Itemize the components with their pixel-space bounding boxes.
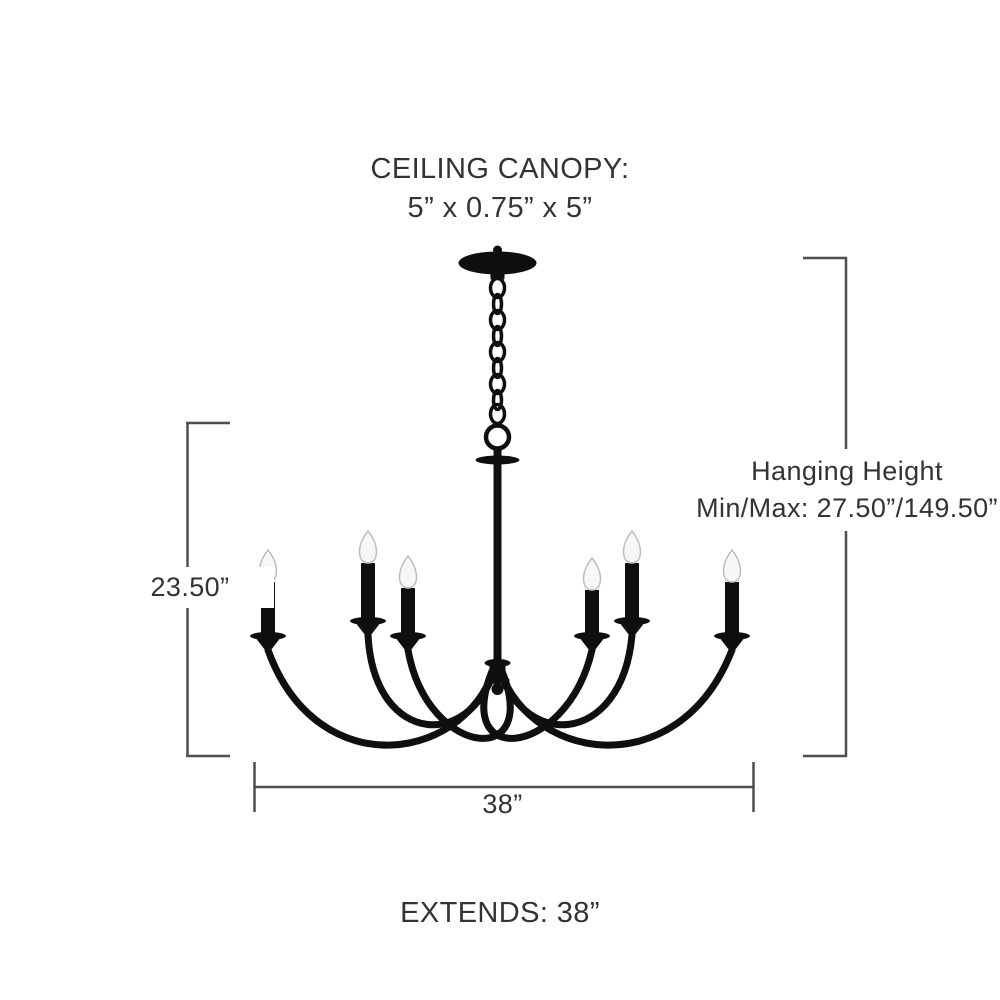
- bulb-icon: [398, 554, 418, 589]
- bulb-icon: [358, 529, 378, 564]
- chandelier-arms: [264, 631, 736, 749]
- candle: [574, 556, 610, 650]
- candle: [350, 529, 386, 635]
- arm-right-outer: [493, 646, 736, 749]
- center-hub: [484, 659, 511, 695]
- width-dimension-label: 38”: [482, 789, 523, 819]
- candle: [390, 554, 426, 650]
- hanging-height-label: Hanging Height Min/Max: 27.50”/149.50”: [686, 449, 1000, 531]
- arm-right-inner: [480, 646, 596, 742]
- hanging-ring: [483, 423, 512, 451]
- ceiling-canopy: [458, 245, 537, 280]
- height-dimension-label: 23.50”: [106, 567, 274, 608]
- extends-label: EXTENDS: 38”: [400, 897, 600, 929]
- hanging-height-title: Hanging Height: [751, 456, 943, 486]
- hanging-chain: [488, 276, 507, 426]
- bulb-icon: [722, 548, 742, 583]
- ceiling-canopy-label: CEILING CANOPY: 5” x 0.75” x 5”: [0, 150, 1000, 228]
- center-stem: [475, 447, 520, 662]
- candle: [714, 548, 750, 650]
- candle: [614, 529, 650, 635]
- bulb-icon: [582, 556, 602, 591]
- hanging-height-minmax: Min/Max: 27.50”/149.50”: [696, 493, 998, 523]
- ceiling-canopy-size: 5” x 0.75” x 5”: [407, 192, 593, 224]
- bulb-icon: [622, 529, 642, 564]
- ceiling-canopy-title: CEILING CANOPY:: [370, 153, 630, 185]
- bottom-dimension-line: [253, 762, 755, 812]
